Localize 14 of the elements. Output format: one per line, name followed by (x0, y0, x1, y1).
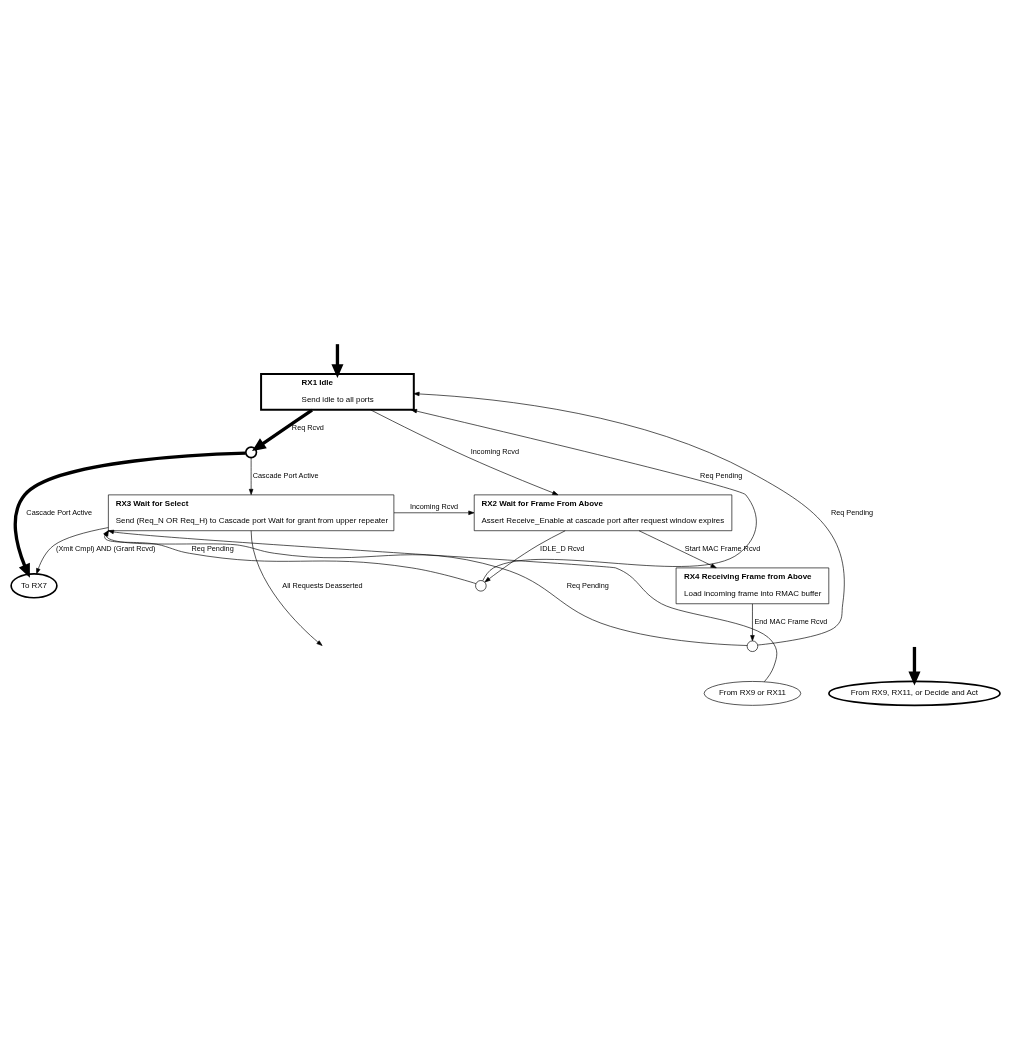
edge-label: Start MAC Frame Rcvd (684, 544, 761, 554)
edge-label: Req Pending (191, 544, 234, 554)
edge-label: IDLE_D Rcvd (540, 544, 585, 554)
edge-label: Req Pending (830, 507, 874, 517)
edge-label: Req Rcvd (291, 423, 324, 433)
edge-label: Incoming Rcvd (409, 501, 459, 511)
edge-label: Incoming Rcvd (470, 447, 519, 457)
edge-label: Cascade Port Active (26, 507, 93, 517)
edge-label: (Xmit Cmpl) AND (Grant Rcvd) (56, 544, 156, 554)
edge-label: All Requests Deasserted (282, 580, 363, 590)
edge-label: Cascade Port Active (252, 471, 319, 481)
edge-label: Req Pending (566, 580, 609, 590)
edge-label: Req Pending (700, 471, 743, 481)
edge-label: End MAC Frame Rcvd (754, 617, 828, 627)
